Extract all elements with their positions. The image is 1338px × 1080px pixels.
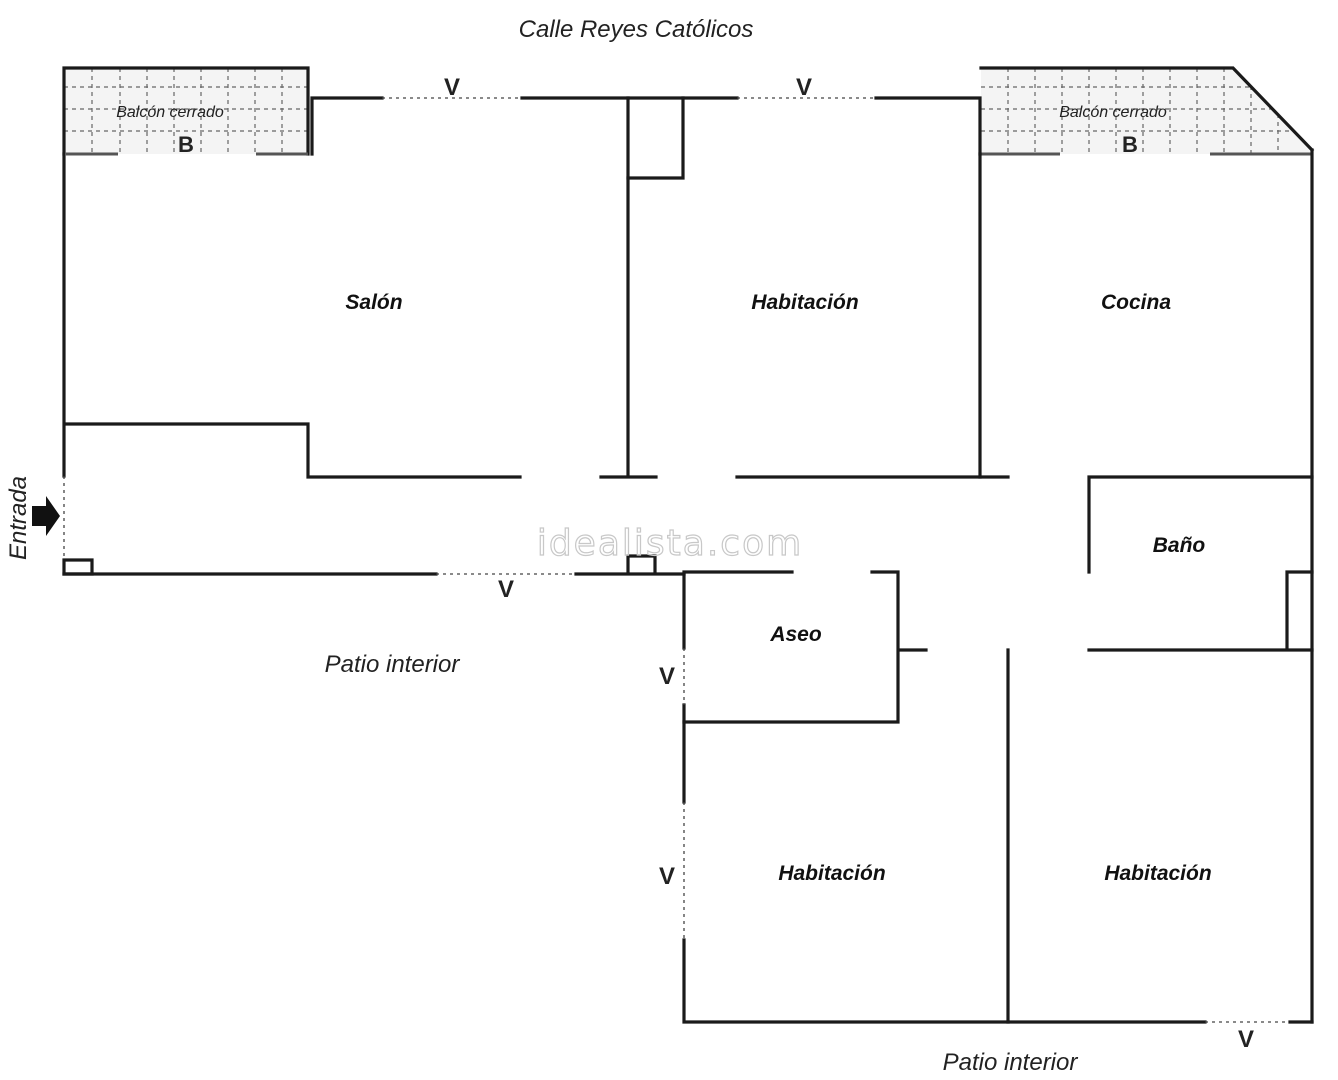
room-label-habitacion: Habitación bbox=[751, 291, 858, 314]
patio-label: Patio interior bbox=[943, 1049, 1079, 1076]
watermark: idealista.com bbox=[537, 523, 803, 564]
room-label-habitacion: Habitación bbox=[778, 862, 885, 885]
room-label-bano: Baño bbox=[1153, 534, 1206, 557]
window-marker: V bbox=[659, 863, 675, 890]
balcony-left-marker: B bbox=[178, 132, 194, 157]
balcony-left-label: Balcón cerrado bbox=[116, 104, 224, 121]
patio-label: Patio interior bbox=[325, 651, 461, 678]
room-label-habitacion: Habitación bbox=[1104, 862, 1211, 885]
window-marker: V bbox=[659, 663, 675, 690]
window-marker: V bbox=[1238, 1026, 1254, 1053]
balcony-left: Balcón cerrado B bbox=[62, 66, 310, 157]
balcony-right-marker: B bbox=[1122, 132, 1138, 157]
window-marker: V bbox=[796, 74, 812, 101]
top-facade: V V bbox=[310, 74, 982, 156]
balcony-right-label: Balcón cerrado bbox=[1059, 104, 1167, 121]
interior-walls bbox=[62, 96, 1314, 1024]
room-label-cocina: Cocina bbox=[1101, 291, 1171, 314]
balcony-right: Balcón cerrado B bbox=[979, 66, 1315, 157]
window-marker: V bbox=[444, 74, 460, 101]
room-label-salon: Salón bbox=[345, 291, 402, 314]
entrance-arrow-icon bbox=[32, 496, 60, 536]
entrance-label: Entrada bbox=[5, 476, 32, 560]
window-marker: V bbox=[498, 576, 514, 603]
street-label: Calle Reyes Católicos bbox=[519, 16, 754, 43]
entrance-area: Entrada bbox=[5, 152, 94, 576]
room-label-aseo: Aseo bbox=[769, 623, 822, 646]
